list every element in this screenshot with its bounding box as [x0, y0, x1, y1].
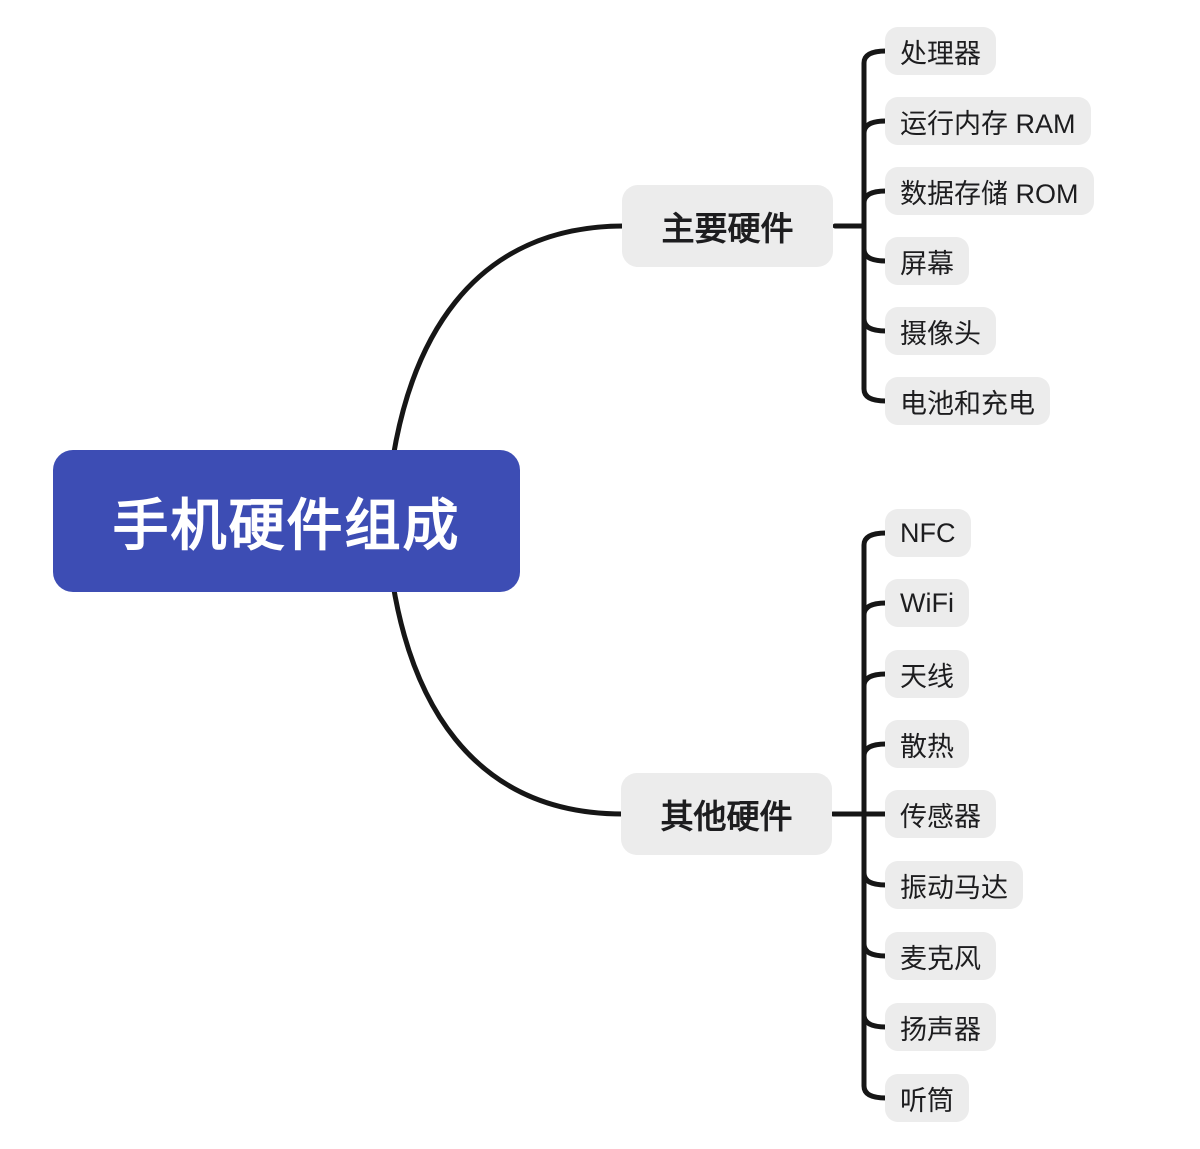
leaf-topic-label: 电池和充电 [900, 388, 1035, 419]
leaf-topic-rom[interactable]: 数据存储 ROM [885, 167, 1094, 215]
leaf-topic-label: 天线 [900, 661, 954, 692]
root-topic-label: 手机硬件组成 [112, 493, 461, 557]
leaf-topic-label: 麦克风 [900, 943, 981, 974]
leaf-topic-cooling[interactable]: 散热 [885, 720, 969, 768]
edges-other-hardware-children [830, 530, 889, 1101]
edge-root-to-main-hardware [383, 223, 627, 524]
leaf-topic-microphone[interactable]: 麦克风 [885, 932, 996, 980]
leaf-topic-label: 运行内存 RAM [900, 108, 1076, 139]
leaf-topic-screen[interactable]: 屏幕 [885, 237, 969, 285]
leaf-topic-earpiece[interactable]: 听筒 [885, 1074, 969, 1122]
leaf-topic-label: 散热 [900, 731, 954, 762]
leaf-topic-wifi[interactable]: WiFi [885, 579, 969, 627]
leaf-topic-processor[interactable]: 处理器 [885, 27, 996, 75]
root-topic[interactable]: 手机硬件组成 [53, 450, 520, 592]
leaf-topic-battery-charging[interactable]: 电池和充电 [885, 377, 1050, 425]
leaf-topic-speaker[interactable]: 扬声器 [885, 1003, 996, 1051]
leaf-topic-label: 振动马达 [900, 872, 1008, 903]
edge-root-to-other-hardware [383, 518, 626, 817]
leaf-topic-ram[interactable]: 运行内存 RAM [885, 97, 1091, 145]
leaf-topic-label: 扬声器 [900, 1014, 981, 1045]
leaf-topic-label: 听筒 [900, 1085, 954, 1116]
leaf-topic-sensors[interactable]: 传感器 [885, 790, 996, 838]
leaf-topic-label: 处理器 [900, 38, 981, 69]
leaf-topic-camera[interactable]: 摄像头 [885, 307, 996, 355]
branch-topic-label: 其他硬件 [660, 798, 793, 835]
edges-main-hardware-children [832, 48, 889, 404]
branch-topic-label: 主要硬件 [661, 210, 794, 247]
leaf-topic-label: NFC [900, 517, 956, 548]
leaf-topic-label: 数据存储 ROM [900, 178, 1079, 209]
leaf-topic-nfc[interactable]: NFC [885, 509, 971, 557]
leaf-topic-label: 摄像头 [900, 318, 981, 349]
branch-topic-other-hardware[interactable]: 其他硬件 [621, 773, 832, 855]
leaf-topic-label: 传感器 [900, 801, 981, 832]
leaf-topic-label: WiFi [900, 587, 954, 618]
leaf-topic-vibration-motor[interactable]: 振动马达 [885, 861, 1023, 909]
leaf-topic-antenna[interactable]: 天线 [885, 650, 969, 698]
leaf-topic-label: 屏幕 [900, 248, 954, 279]
branch-topic-main-hardware[interactable]: 主要硬件 [622, 185, 833, 267]
